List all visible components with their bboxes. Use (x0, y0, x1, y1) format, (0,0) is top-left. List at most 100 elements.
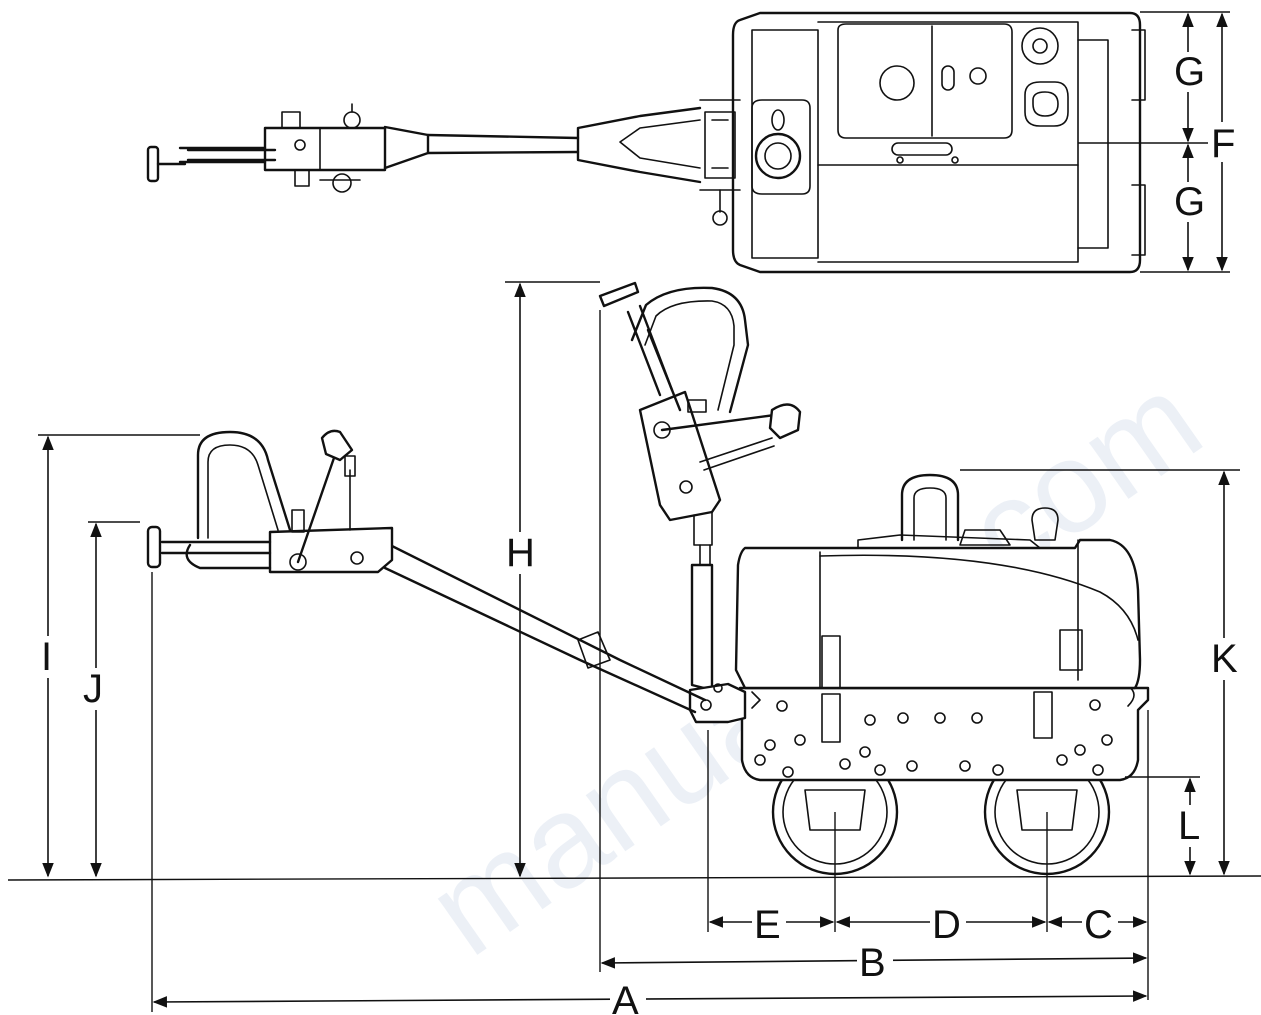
dim-label-l: L (1178, 804, 1200, 848)
top-view-steering-mount (751, 99, 811, 195)
top-view-pivot-ring (754, 132, 802, 180)
handle-bar-sleeve (577, 631, 611, 669)
safety-bow-raised (630, 286, 750, 414)
raised-handle-shaft (626, 304, 674, 397)
dim-label-j: J (83, 667, 103, 711)
raised-handle-grip (598, 281, 640, 308)
top-view-side-rail (1077, 39, 1109, 249)
ground-line (7, 875, 1261, 881)
handle-head-raised (638, 390, 722, 522)
raised-head-bolt (679, 480, 693, 494)
handle-lever (296, 453, 337, 564)
top-view-pivot-slot (771, 109, 785, 131)
raised-lever-knob (768, 403, 802, 440)
top-view (146, 11, 1146, 274)
dim-label-d: D (932, 903, 961, 947)
top-view-slot (941, 65, 955, 91)
raised-head-neck (693, 511, 713, 546)
top-view-dimensions: G G F (1078, 11, 1238, 273)
hood-latch (821, 635, 841, 689)
rear-eye-bracket (1033, 691, 1053, 739)
top-view-head-block-low (294, 169, 310, 187)
dim-label-f: F (1211, 122, 1235, 166)
top-view-oil-cap (1024, 81, 1069, 127)
handle-head-stud (291, 509, 305, 533)
top-view-body-outline (731, 11, 1142, 274)
dim-label-a: A (612, 979, 639, 1015)
top-view-handle-cone (383, 125, 430, 170)
top-view-bumper-top (1131, 29, 1146, 101)
safety-bow-lower-inner (207, 444, 279, 539)
dim-label-b: B (859, 941, 886, 985)
top-view-oil-cap-inner (1032, 91, 1059, 117)
dim-label-k: K (1211, 637, 1238, 681)
top-view-engine-cover (817, 21, 1079, 263)
dim-label-g-lower: G (1174, 180, 1205, 224)
coupling-bolt (713, 683, 723, 693)
top-view-head-block (281, 111, 301, 129)
dim-label-e: E (754, 903, 781, 947)
side-view-dimensions: I J H K L E D C B A (36, 281, 1244, 1015)
handle-head-bolt (350, 551, 364, 565)
safety-bow-raised-inner (644, 300, 735, 411)
hood-vent (1059, 629, 1083, 671)
top-view-handle-bar (891, 142, 953, 156)
handle-grip-lower (160, 540, 272, 555)
side-view (7, 281, 1261, 881)
safety-bow-lower (196, 430, 292, 540)
dim-label-g-upper: G (1174, 50, 1205, 94)
front-drum-motor (804, 789, 866, 831)
top-view-chain-ring (712, 210, 728, 226)
dim-line-a (152, 990, 1148, 1008)
top-view-pivot-inner (764, 142, 792, 170)
top-view-tow-bar (576, 106, 702, 184)
engine-block (959, 529, 1011, 546)
raised-lever (660, 413, 777, 432)
top-view-tow-bar-inner (619, 119, 701, 169)
lifting-bail-inner (913, 487, 947, 541)
top-view-inner-frame (751, 29, 819, 259)
dim-label-c: C (1084, 903, 1113, 947)
tow-coupling (688, 682, 747, 724)
chassis-frame (738, 686, 1150, 782)
top-view-filler-cap (879, 65, 915, 101)
top-view-fuel-panel (837, 23, 1013, 139)
top-view-head-bolt (294, 139, 306, 151)
rear-drum-motor (1016, 789, 1078, 831)
engine-top (857, 534, 1041, 549)
top-view-handle-head (263, 126, 387, 172)
top-view-bolt (896, 156, 904, 164)
top-view-grip (178, 146, 277, 164)
engine-hood (734, 538, 1142, 690)
raised-head-stud (687, 399, 707, 413)
dim-label-i: I (41, 635, 52, 679)
raised-throttle-rod (699, 437, 775, 471)
handle-bar-lower-top (378, 538, 707, 702)
top-view-head-knob-low (332, 173, 352, 193)
handle-grip-lower-knob (146, 525, 162, 569)
handle-bar-lower-bottom (383, 566, 697, 714)
throttle-knob (344, 455, 356, 477)
top-view-head-knob (343, 111, 361, 129)
top-view-shaft-bottom (426, 150, 580, 155)
top-view-bolt (951, 156, 959, 164)
top-view-shaft-top (426, 133, 580, 140)
top-view-air-filter (1021, 27, 1059, 65)
front-lift-hook (751, 691, 761, 709)
top-view-bumper-bottom (1131, 184, 1146, 256)
handle-head-lower (268, 526, 394, 574)
handle-head-pivot (289, 553, 307, 571)
lifting-bail (900, 473, 960, 542)
chassis-holes (754, 699, 1113, 778)
handle-lever-knob (320, 429, 354, 462)
safety-bow-lower-base (185, 543, 272, 570)
front-eye-bracket (821, 693, 841, 743)
exhaust-cap (1031, 507, 1059, 541)
hood-contour (819, 554, 1139, 641)
top-view-small-cap (969, 67, 987, 85)
dim-label-h: H (506, 531, 535, 575)
top-view-grip-knob (146, 145, 160, 183)
top-view-air-filter-center (1032, 38, 1048, 54)
